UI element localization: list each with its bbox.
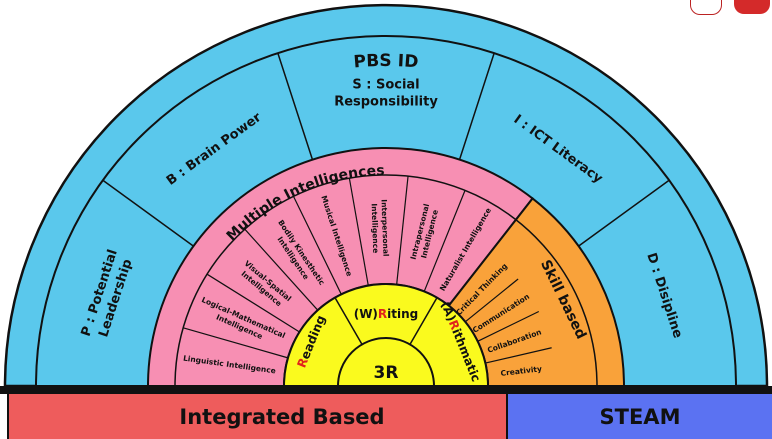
intelligence-label: InterpersonalIntelligence xyxy=(369,199,391,257)
svg-text:(W)Riting: (W)Riting xyxy=(354,307,419,321)
baseline-bar xyxy=(0,386,772,394)
3r-ring xyxy=(282,283,490,387)
intelligence-dividers xyxy=(183,176,466,359)
school-seal-logo xyxy=(690,0,722,15)
integrated-based-band xyxy=(8,394,507,439)
writing-label: (W)Riting xyxy=(354,307,419,321)
pbs-title: PBS ID xyxy=(353,51,419,73)
skill-dividers xyxy=(464,278,552,364)
steam-band xyxy=(507,394,772,439)
svg-text:InterpersonalIntelligence: InterpersonalIntelligence xyxy=(369,199,390,257)
red-emblem-logo xyxy=(734,0,770,14)
3r-dividers xyxy=(334,297,438,345)
integrated-based-label: Integrated Based xyxy=(179,405,384,429)
inner-arc-line xyxy=(174,174,598,387)
3r-center xyxy=(336,337,436,387)
pbs-dividers xyxy=(102,52,670,247)
3r-center-label: 3R xyxy=(374,363,399,383)
steam-label: STEAM xyxy=(600,405,681,429)
